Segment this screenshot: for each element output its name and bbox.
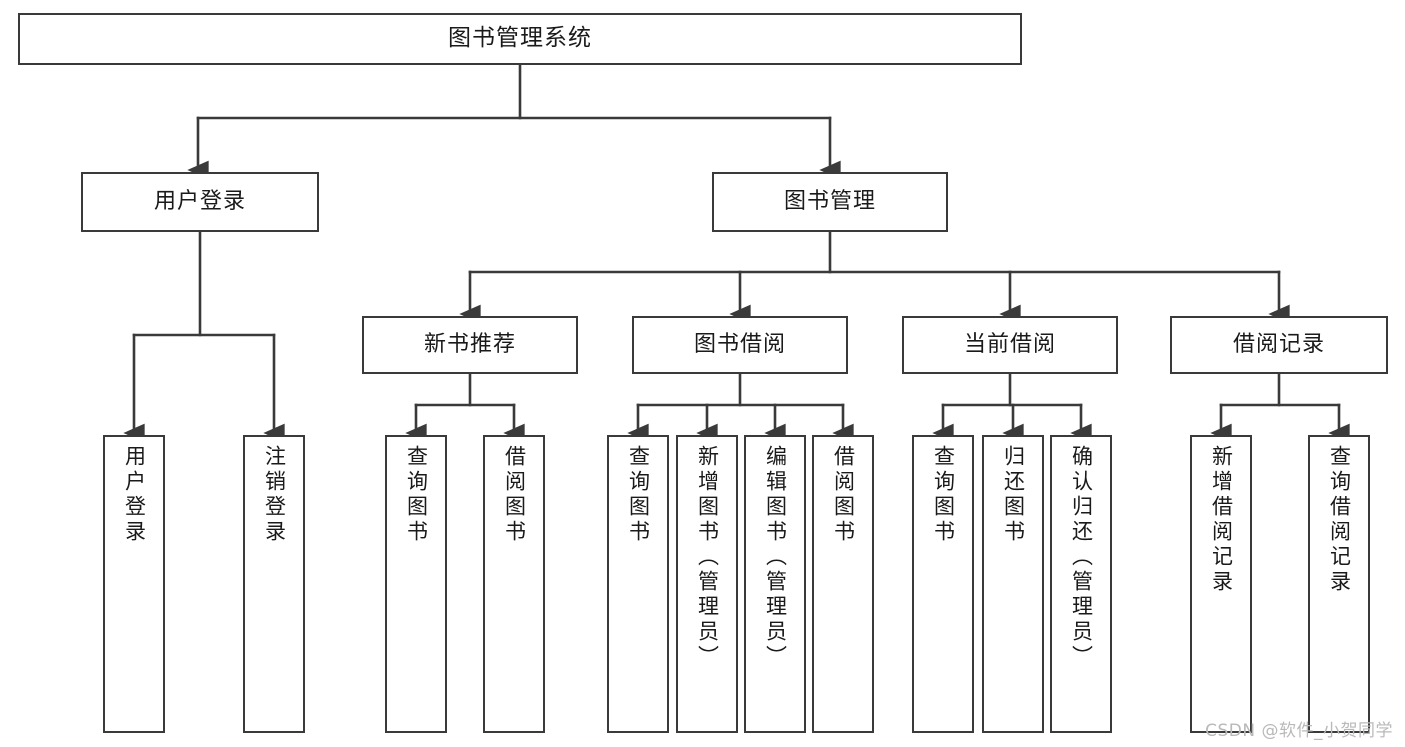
- node-leaf-query-borrow-record[interactable]: 查询借阅记录: [1308, 435, 1370, 733]
- node-label: 查询借阅记录: [1327, 445, 1352, 595]
- node-leaf-return-books[interactable]: 归还图书: [982, 435, 1044, 733]
- node-new-book-recommendation[interactable]: 新书推荐: [362, 316, 578, 374]
- node-leaf-confirm-return-admin[interactable]: 确认归还（管理员）: [1050, 435, 1112, 733]
- node-leaf-query-books-new[interactable]: 查询图书: [385, 435, 447, 733]
- node-label: 图书借阅: [693, 331, 786, 357]
- node-label: 注销登录: [262, 445, 287, 545]
- node-label: 查询图书: [931, 445, 956, 545]
- node-current-borrowing[interactable]: 当前借阅: [902, 316, 1118, 374]
- node-leaf-borrow-books[interactable]: 借阅图书: [812, 435, 874, 733]
- node-root-book-management-system[interactable]: 图书管理系统: [18, 13, 1022, 65]
- node-leaf-add-book-admin[interactable]: 新增图书（管理员）: [676, 435, 738, 733]
- node-borrow-records[interactable]: 借阅记录: [1170, 316, 1388, 374]
- node-leaf-edit-book-admin[interactable]: 编辑图书（管理员）: [744, 435, 806, 733]
- node-leaf-add-borrow-record[interactable]: 新增借阅记录: [1190, 435, 1252, 733]
- node-label: 归还图书: [1001, 445, 1026, 545]
- node-label: 用户登录: [122, 445, 147, 545]
- node-label: 新书推荐: [423, 331, 516, 357]
- node-label: 借阅图书: [502, 445, 527, 545]
- node-book-management[interactable]: 图书管理: [712, 172, 948, 232]
- watermark-text: CSDN @软件_小贺同学: [1205, 721, 1393, 741]
- node-label: 新增借阅记录: [1209, 445, 1234, 595]
- node-label: 用户登录: [153, 188, 246, 214]
- node-label: 借阅图书: [831, 445, 856, 545]
- node-leaf-query-books-borrow[interactable]: 查询图书: [607, 435, 669, 733]
- node-label: 当前借阅: [963, 331, 1056, 357]
- node-leaf-logout[interactable]: 注销登录: [243, 435, 305, 733]
- node-user-login[interactable]: 用户登录: [81, 172, 319, 232]
- node-label: 借阅记录: [1232, 331, 1325, 357]
- node-label: 确认归还（管理员）: [1069, 445, 1094, 670]
- node-leaf-query-books-current[interactable]: 查询图书: [912, 435, 974, 733]
- node-label: 图书管理: [783, 188, 876, 214]
- node-label: 查询图书: [404, 445, 429, 545]
- node-label: 编辑图书（管理员）: [763, 445, 788, 670]
- node-book-borrowing[interactable]: 图书借阅: [632, 316, 848, 374]
- node-label: 图书管理系统: [448, 25, 592, 52]
- node-leaf-user-login[interactable]: 用户登录: [103, 435, 165, 733]
- node-label: 查询图书: [626, 445, 651, 545]
- node-leaf-borrow-books-new[interactable]: 借阅图书: [483, 435, 545, 733]
- node-label: 新增图书（管理员）: [695, 445, 720, 670]
